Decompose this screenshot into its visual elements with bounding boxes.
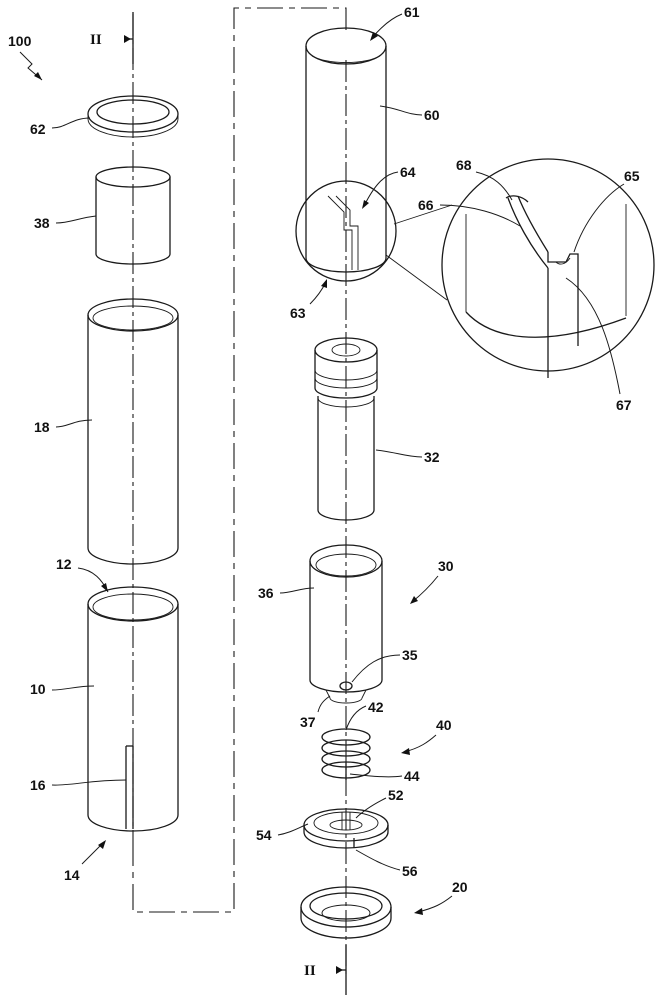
label-37: 37 xyxy=(300,714,316,730)
label-100: 100 xyxy=(8,33,32,49)
section-label-bottom: II xyxy=(304,963,316,979)
part-38-sleeve xyxy=(95,166,171,265)
label-67: 67 xyxy=(616,397,632,413)
label-54: 54 xyxy=(256,827,272,843)
label-14: 14 xyxy=(64,867,80,883)
part-18-outer-tube xyxy=(87,298,179,565)
part-60-guide-tube xyxy=(305,27,387,273)
label-40: 40 xyxy=(436,717,452,733)
label-66: 66 xyxy=(418,197,434,213)
part-10-housing xyxy=(87,586,179,832)
label-10: 10 xyxy=(30,681,46,697)
section-marker-top: II xyxy=(90,12,134,64)
detail-circle-small xyxy=(295,180,397,282)
label-44: 44 xyxy=(404,768,420,784)
section-label-top: II xyxy=(90,32,102,48)
label-32: 32 xyxy=(424,449,440,465)
label-68: 68 xyxy=(456,157,472,173)
part-32-cartridge xyxy=(314,337,378,521)
label-65: 65 xyxy=(624,168,640,184)
part-20-cap xyxy=(300,886,392,939)
label-16: 16 xyxy=(30,777,46,793)
label-62: 62 xyxy=(30,121,46,137)
section-marker-bottom: II xyxy=(304,945,347,995)
label-63: 63 xyxy=(290,305,306,321)
detail-callout xyxy=(385,158,655,378)
part-54-seat xyxy=(303,808,389,849)
assembly-ref-100: 100 xyxy=(8,33,43,81)
label-30: 30 xyxy=(438,558,454,574)
label-18: 18 xyxy=(34,419,50,435)
label-36: 36 xyxy=(258,585,274,601)
label-52: 52 xyxy=(388,787,404,803)
label-64: 64 xyxy=(400,164,416,180)
label-38: 38 xyxy=(34,215,50,231)
part-36-cup xyxy=(309,544,383,704)
label-42: 42 xyxy=(368,699,384,715)
label-35: 35 xyxy=(402,647,418,663)
part-62-seal-ring xyxy=(87,95,179,138)
label-61: 61 xyxy=(404,4,420,20)
assembly-axis-lines xyxy=(132,7,347,975)
label-56: 56 xyxy=(402,863,418,879)
label-60: 60 xyxy=(424,107,440,123)
label-20: 20 xyxy=(452,879,468,895)
label-12: 12 xyxy=(56,556,72,572)
